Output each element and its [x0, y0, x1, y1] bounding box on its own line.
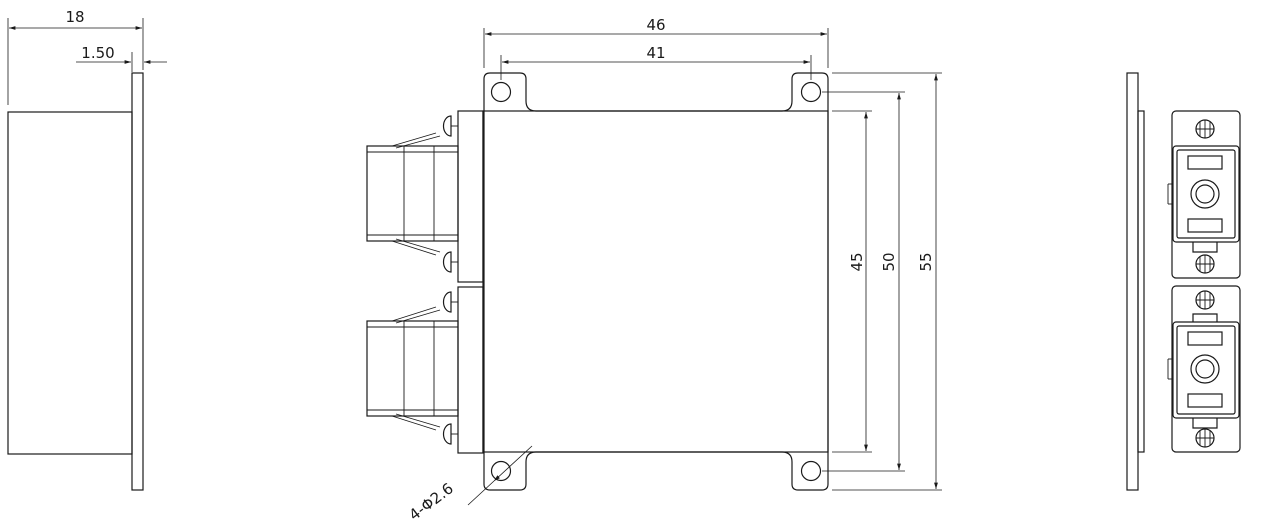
dimension-overall-depth: 18 — [7, 8, 144, 105]
right-flange — [1126, 72, 1139, 491]
side-view-flange — [131, 72, 144, 491]
mounting-hole-top-right — [800, 81, 822, 103]
side-view-body — [7, 111, 133, 455]
adapter-port-lower — [1167, 285, 1241, 453]
mounting-hole-bottom-right — [800, 460, 822, 482]
adapter-port-upper — [1167, 110, 1241, 279]
dimension-body-height: 45 — [832, 110, 872, 453]
dimension-hole-spacing-horizontal: 41 — [500, 44, 812, 80]
dimension-flange-thickness: 1.50 — [76, 44, 167, 72]
main-body — [482, 110, 829, 453]
dim-label-50: 50 — [880, 252, 898, 271]
dimension-hole-spacing-vertical: 50 — [822, 91, 905, 472]
dimension-overall-width: 46 — [483, 16, 829, 68]
front-view — [366, 72, 829, 491]
callout-mounting-holes: 4-Φ2.6 — [406, 445, 533, 524]
mounting-hole-bottom-left — [490, 460, 512, 482]
callout-label-holes: 4-Φ2.6 — [406, 479, 457, 524]
mounting-flange — [483, 72, 829, 491]
side-view-right — [1126, 72, 1241, 491]
mounting-hole-top-left — [490, 81, 512, 103]
side-view-left — [7, 72, 144, 491]
dim-label-1-50: 1.50 — [81, 44, 114, 62]
dim-label-45: 45 — [848, 252, 866, 271]
dim-label-46: 46 — [646, 16, 665, 34]
connector-upper — [366, 115, 459, 273]
dimension-overall-height: 55 — [832, 72, 942, 491]
connector-lower — [366, 291, 459, 445]
dim-label-18: 18 — [65, 8, 84, 26]
dim-label-41: 41 — [646, 44, 665, 62]
dim-label-55: 55 — [917, 252, 935, 271]
